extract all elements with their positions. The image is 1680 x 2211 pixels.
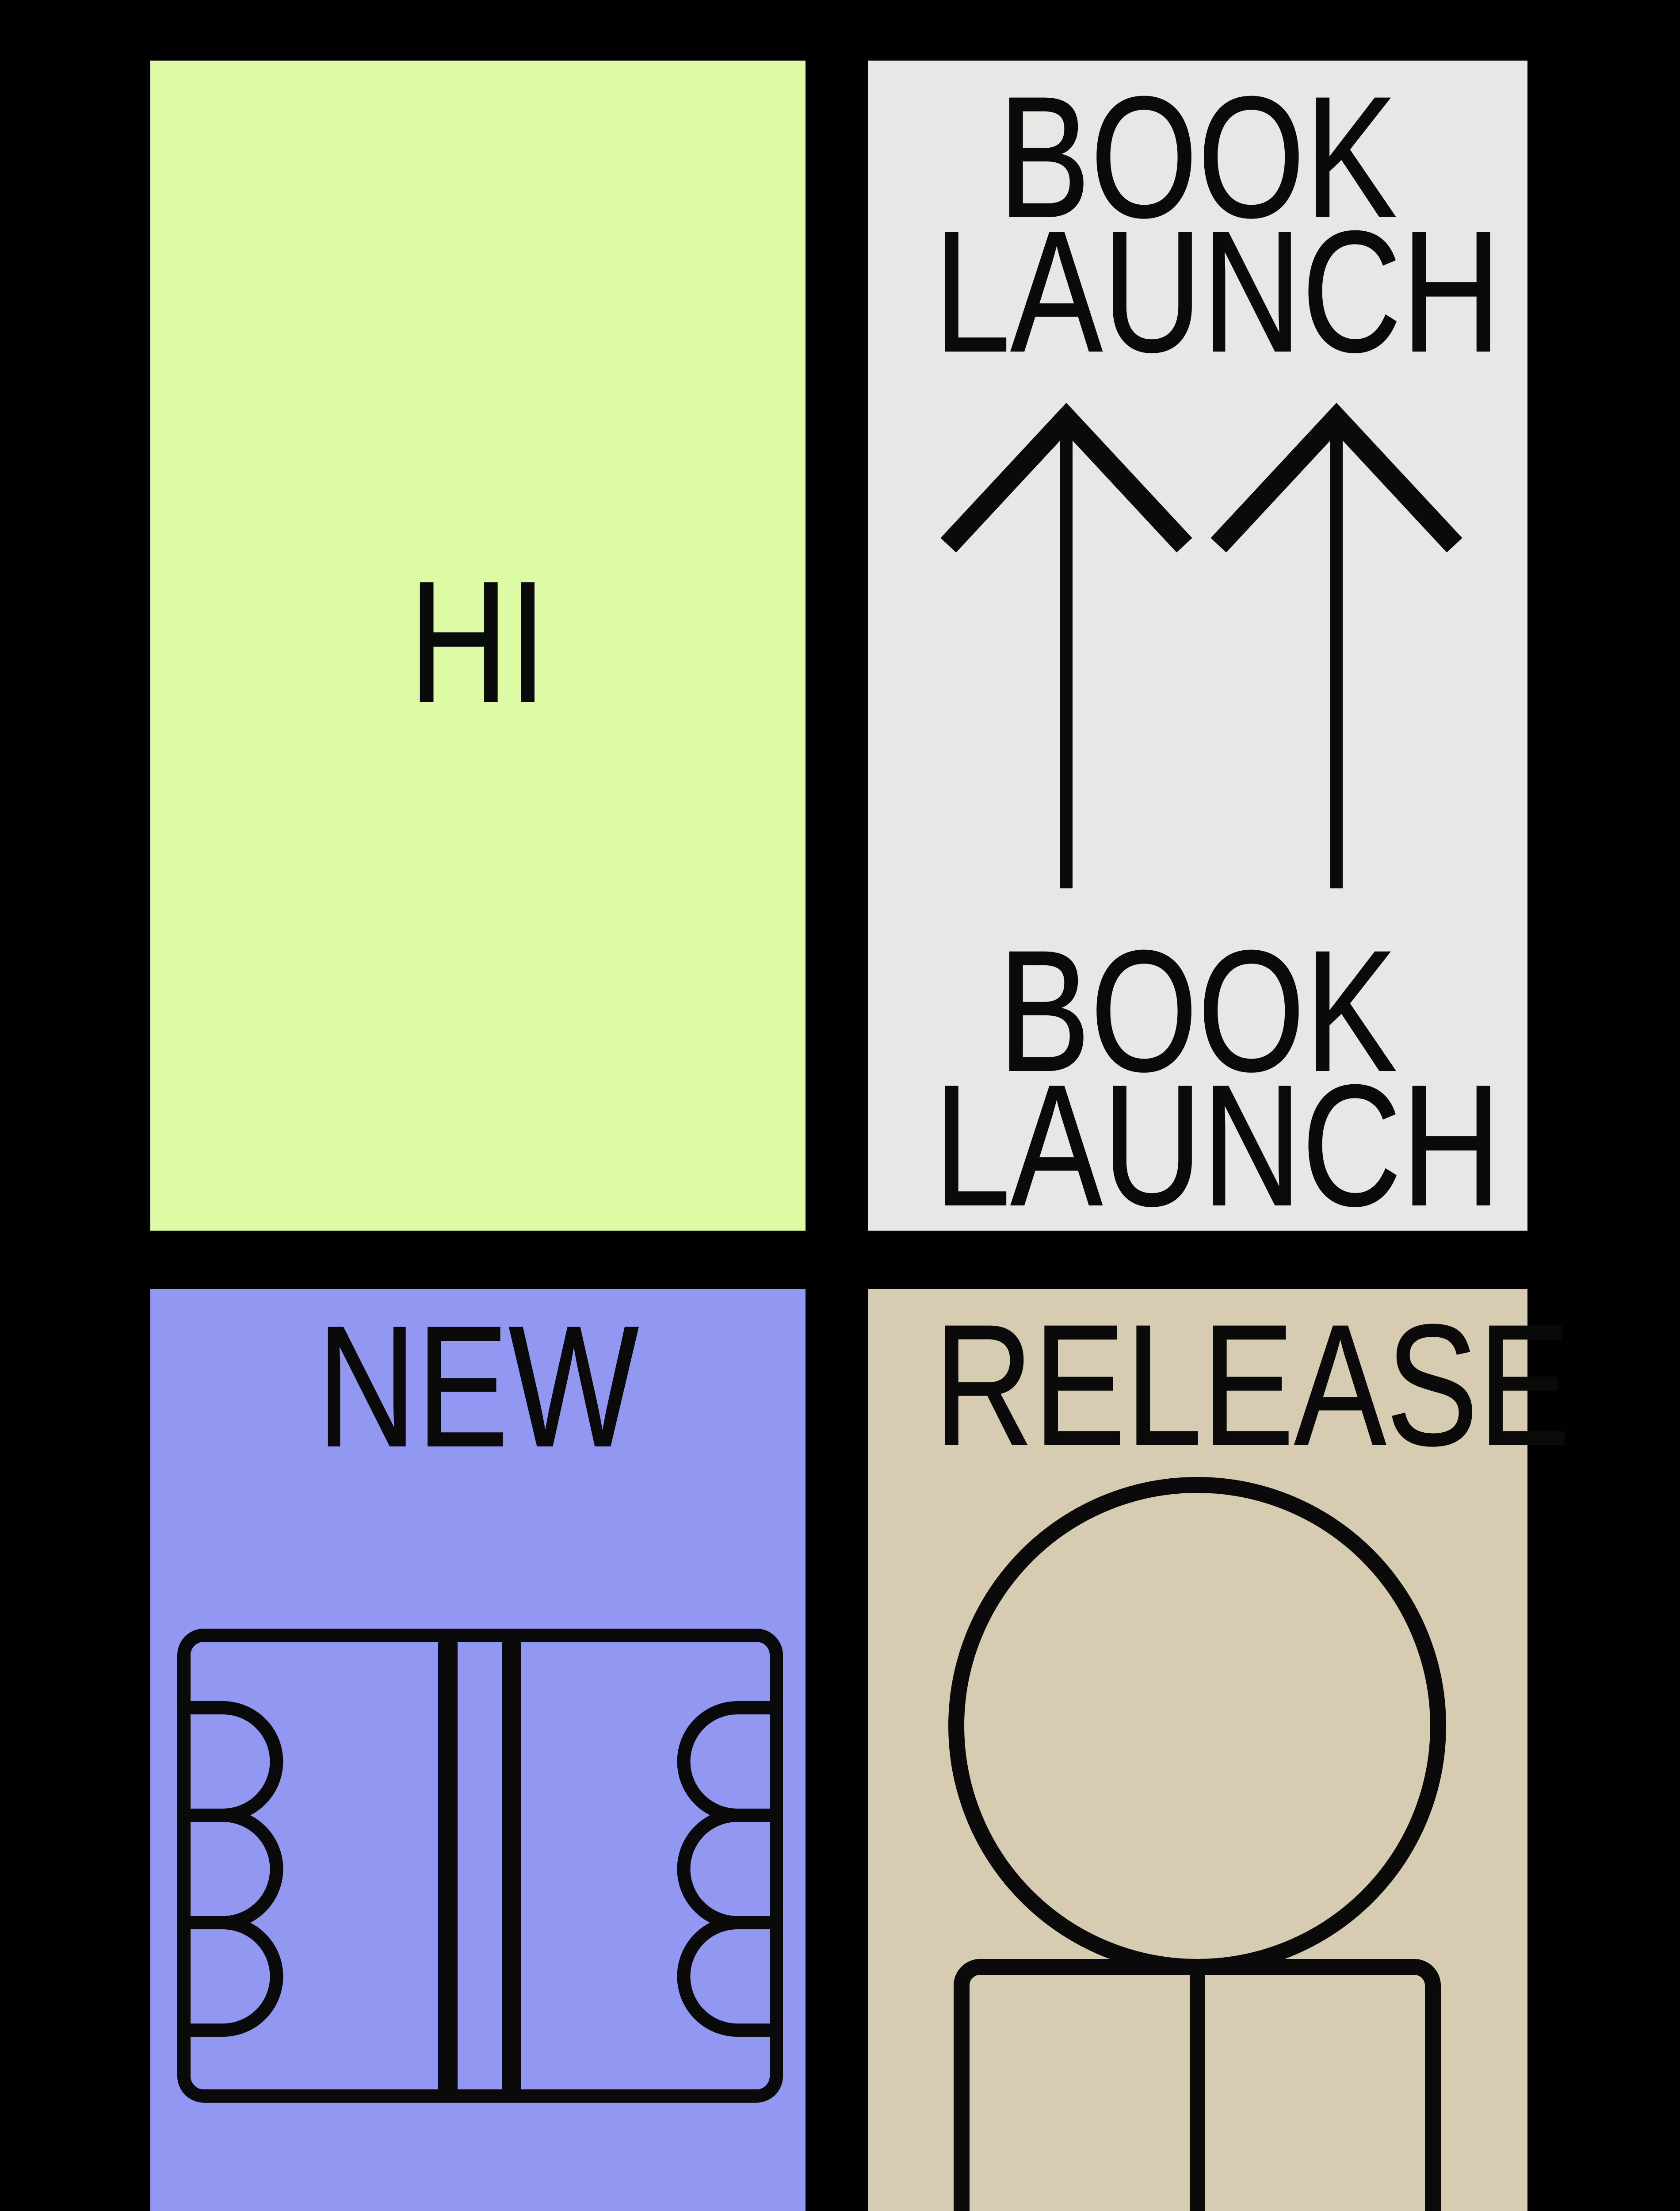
open-book-icon [177, 1629, 783, 2103]
book-launch-top-title: BOOK LAUNCH [933, 61, 1501, 388]
new-book-poster: NEW BOOK [150, 1289, 806, 2211]
up-arrow-icon [1210, 402, 1462, 888]
book-launch-bottom-title: BOOK LAUNCH [933, 914, 1501, 1242]
book-launch-top-line1: BOOK [998, 61, 1397, 253]
book-launch-bottom-line2: LAUNCH [933, 1049, 1501, 1242]
up-arrows-icon [940, 402, 1462, 888]
book-launch-poster: BOOK LAUNCH BOOK LAUNCH [868, 61, 1527, 1242]
new-text: NEW [317, 1290, 639, 1483]
circle-over-square-figure-icon [948, 1477, 1446, 2211]
release-poster: RELEASE 22.06. [868, 1289, 1570, 2211]
hi-poster: HI [150, 61, 806, 1231]
book-launch-top-line2: LAUNCH [933, 195, 1501, 388]
up-arrow-icon [940, 402, 1192, 888]
book-launch-bottom-line1: BOOK [998, 914, 1397, 1107]
hi-text: HI [409, 545, 547, 738]
